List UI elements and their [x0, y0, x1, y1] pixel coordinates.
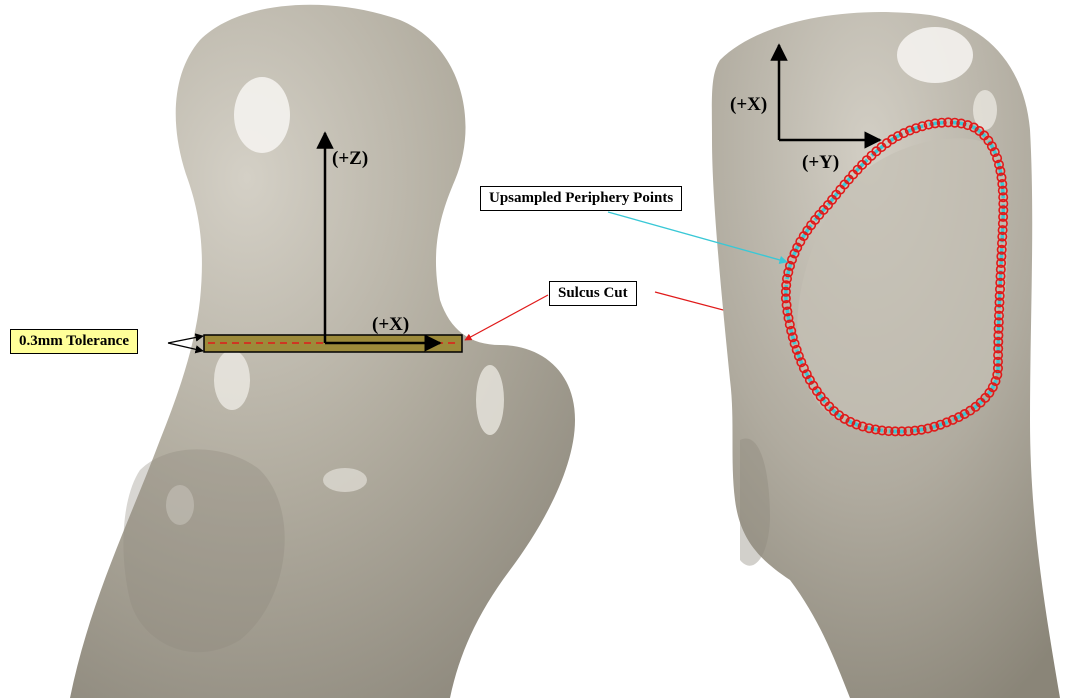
periphery-points-label: Upsampled Periphery Points [480, 186, 682, 211]
sulcus-cut-label: Sulcus Cut [549, 281, 637, 306]
right-y-label: (+Y) [802, 152, 839, 173]
tolerance-label: 0.3mm Tolerance [10, 329, 138, 354]
right-x-label: (+X) [730, 94, 767, 115]
left-z-label: (+Z) [332, 148, 368, 169]
left-x-label: (+X) [372, 314, 409, 335]
